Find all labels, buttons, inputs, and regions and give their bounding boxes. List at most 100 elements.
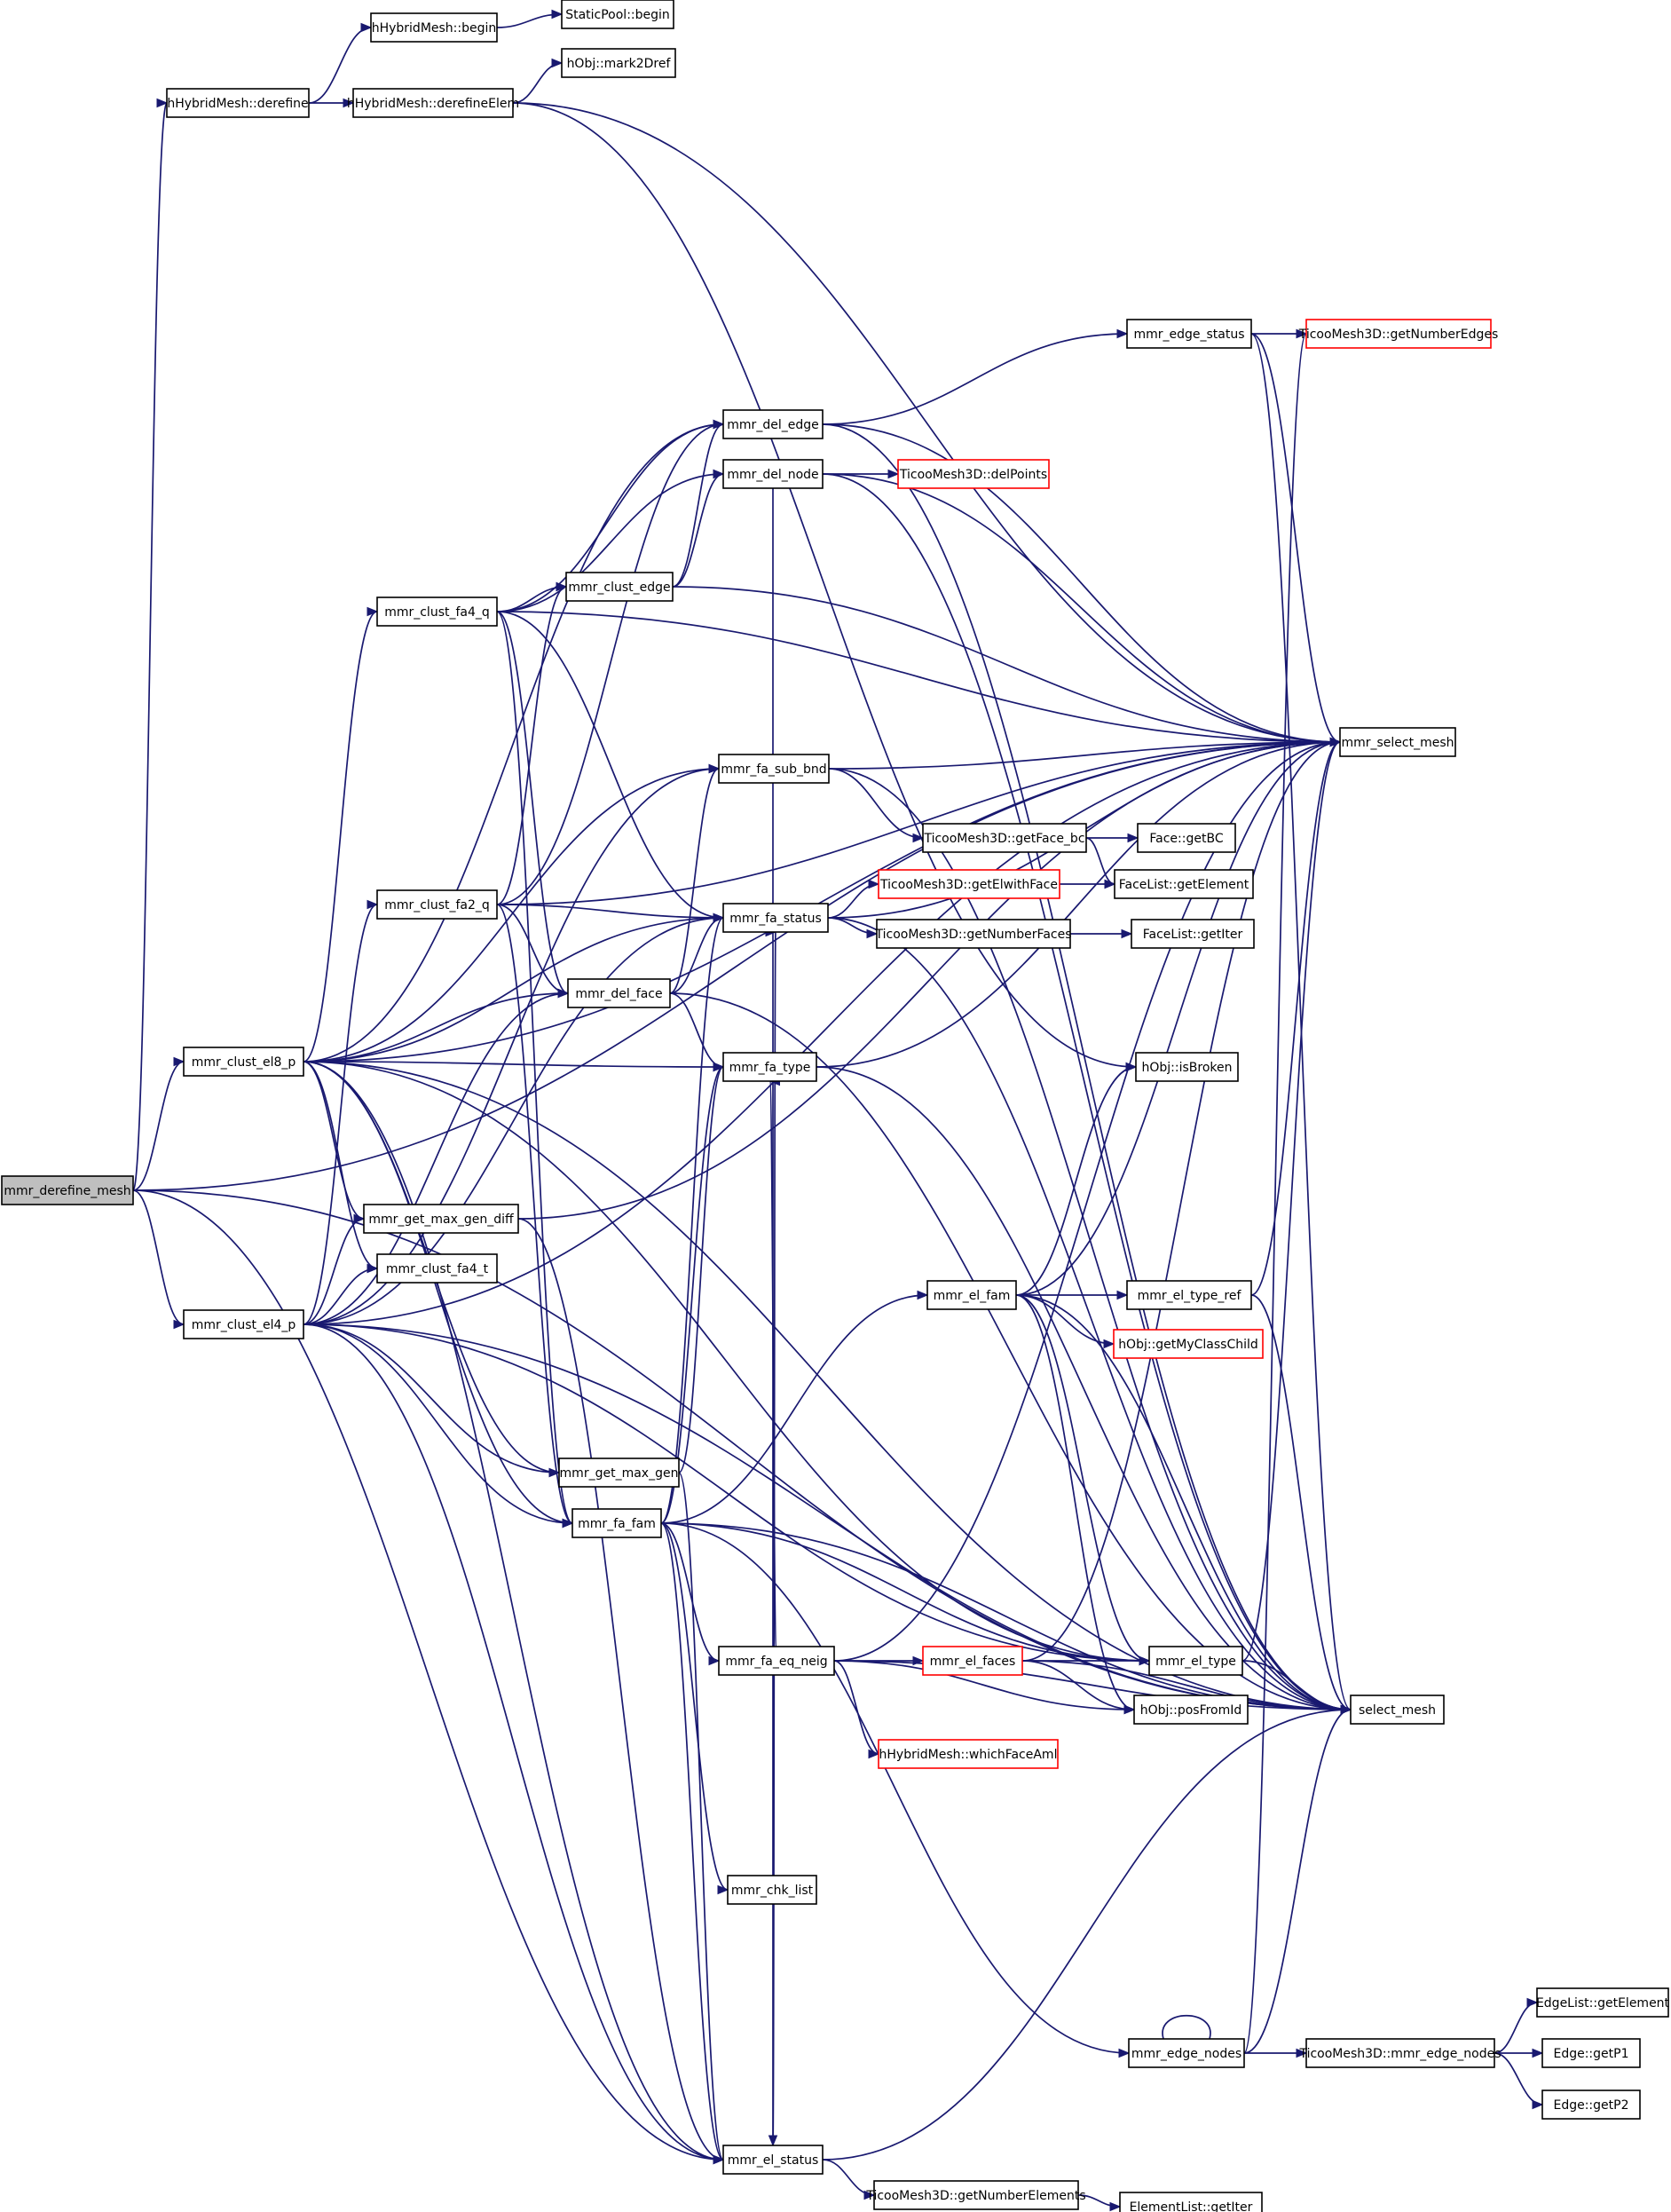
node-mmr-del-face[interactable]: mmr_del_face <box>567 978 671 1008</box>
node-box <box>1541 2038 1641 2068</box>
call-edge-mmr_clust_fa2_q-to-mmr_clust_edge <box>496 586 567 905</box>
call-edge-mmr_clust_el8_p-to-mmr_clust_fa4_q <box>303 611 378 1063</box>
node-box <box>1541 2090 1641 2120</box>
call-edge-mmr_clust_fa4_q-to-mmr_del_face <box>496 611 569 994</box>
call-edge-mmr_clust_el8_p-to-mmr_clust_fa4_t <box>303 1061 378 1269</box>
node-mmr-clust-fa2-q[interactable]: mmr_clust_fa2_q <box>376 889 498 920</box>
node-hhm-whichfaceaml[interactable]: hHybridMesh::whichFaceAml <box>878 1739 1059 1769</box>
node-mmr-el-type-ref[interactable]: mmr_el_type_ref <box>1126 1280 1252 1310</box>
node-mmr-get-max-gen-diff[interactable]: mmr_get_max_gen_diff <box>363 1204 519 1234</box>
node-mmr-el-status[interactable]: mmr_el_status <box>722 2145 824 2175</box>
node-label: hHybridMesh::derefineElem <box>347 97 519 111</box>
node-box <box>561 0 674 29</box>
call-edge-mmr_clust_fa4_q-to-mmr_fa_status <box>496 611 724 919</box>
node-select-mesh[interactable]: select_mesh <box>1350 1695 1445 1725</box>
call-edge-arrowhead <box>713 2154 725 2165</box>
node-label: hHybridMesh::whichFaceAml <box>879 1748 1058 1762</box>
call-edge-hhm_derefine_elem-to-hobj_mark2dref <box>512 62 563 104</box>
node-mmr-el-faces[interactable]: mmr_el_faces <box>922 1646 1023 1676</box>
node-box <box>922 823 1087 853</box>
node-mmr-clust-el4-p[interactable]: mmr_clust_el4_p <box>183 1309 304 1339</box>
node-sp-begin[interactable]: StaticPool::begin <box>561 0 674 29</box>
node-hhm-begin[interactable]: hHybridMesh::begin <box>370 12 498 43</box>
call-edge-mmr_el_fam-to-hobj_posfromid <box>1015 1294 1135 1710</box>
call-edge-arrowhead <box>551 58 564 68</box>
call-edge-tm_mmr_edge_nodes-to-edge_getp2 <box>1494 2052 1543 2105</box>
node-box <box>376 889 498 920</box>
node-mmr-clust-edge[interactable]: mmr_clust_edge <box>565 572 674 602</box>
node-label: ElementList::getIter <box>1130 2200 1253 2212</box>
node-tm-getnumberedges[interactable]: TicooMesh3D::getNumberEdges <box>1298 319 1499 349</box>
node-box <box>727 1875 817 1905</box>
call-edge-arrowhead <box>1104 879 1116 889</box>
call-edge-mmr_fa_eq_neig-to-select_mesh <box>833 1660 1352 1710</box>
node-box <box>718 1646 835 1676</box>
node-edge-getp2[interactable]: Edge::getP2 <box>1541 2090 1641 2120</box>
node-hobj-posfromid[interactable]: hObj::posFromId <box>1133 1695 1249 1725</box>
node-box <box>1133 1695 1249 1725</box>
call-edge-mmr_clust_fa4_q-to-mmr_select_mesh <box>496 611 1341 743</box>
node-fl-getiter[interactable]: FaceList::getIter <box>1131 919 1255 949</box>
node-mmr-select-mesh[interactable]: mmr_select_mesh <box>1339 727 1456 757</box>
node-tm-delpoints[interactable]: TicooMesh3D::delPoints <box>897 459 1050 489</box>
node-mmr-clust-el8-p[interactable]: mmr_clust_el8_p <box>183 1047 304 1077</box>
node-hhm-derefine[interactable]: hHybridMesh::derefine <box>166 88 310 118</box>
node-box <box>166 88 310 118</box>
call-edge-mmr_clust_el8_p-to-mmr_fa_status <box>303 917 724 1063</box>
node-tm-getnumberfaces[interactable]: TicooMesh3D::getNumberFaces <box>875 919 1072 949</box>
node-label: select_mesh <box>1359 1703 1436 1718</box>
node-elist-getiter[interactable]: ElementList::getIter <box>1119 2192 1263 2212</box>
node-hhm-derefine-elem[interactable]: hHybridMesh::derefineElem <box>347 88 519 118</box>
node-label: mmr_clust_edge <box>568 581 670 595</box>
node-fl-getelement[interactable]: FaceList::getElement <box>1114 869 1254 899</box>
node-edge-getp1[interactable]: Edge::getP1 <box>1541 2038 1641 2068</box>
node-box <box>1113 1329 1264 1359</box>
node-hobj-isbroken[interactable]: hObj::isBroken <box>1135 1052 1239 1082</box>
call-edge-arrowhead <box>713 419 725 430</box>
node-tm-getface-bc[interactable]: TicooMesh3D::getFace_bc <box>922 823 1087 853</box>
node-el-getelement[interactable]: EdgeList::getElement <box>1536 1987 1670 2018</box>
node-mmr-chk-list[interactable]: mmr_chk_list <box>727 1875 817 1905</box>
call-edge-mmr_clust_el8_p-to-mmr_el_type <box>303 1061 1150 1662</box>
node-mmr-edge-status[interactable]: mmr_edge_status <box>1126 319 1252 349</box>
call-edge-mmr_fa_eq_neig-to-mmr_select_mesh <box>833 741 1341 1662</box>
node-mmr-del-node[interactable]: mmr_del_node <box>722 459 824 489</box>
node-mmr-clust-fa4-q[interactable]: mmr_clust_fa4_q <box>376 596 498 627</box>
node-mmr-clust-fa4-t[interactable]: mmr_clust_fa4_t <box>376 1253 498 1284</box>
node-label: mmr_clust_fa2_q <box>384 898 490 912</box>
node-hobj-mark2dref[interactable]: hObj::mark2Dref <box>561 48 676 78</box>
call-edge-mmr_del_node-to-mmr_select_mesh <box>822 473 1341 743</box>
node-face-getbc[interactable]: Face::getBC <box>1137 823 1236 853</box>
node-mmr-fa-type[interactable]: mmr_fa_type <box>722 1052 817 1082</box>
call-edge-mmr_clust_el8_p-to-mmr_del_edge <box>303 423 724 1063</box>
edge-layer <box>132 9 1544 2212</box>
call-edge-mmr_del_node-to-select_mesh <box>822 473 1352 1710</box>
node-label: FaceList::getIter <box>1143 928 1243 942</box>
node-mmr-fa-sub-bnd[interactable]: mmr_fa_sub_bnd <box>718 754 830 784</box>
call-edge-mmr_clust_fa2_q-to-mmr_select_mesh <box>496 741 1341 905</box>
call-edge-mmr_fa_sub_bnd-to-mmr_select_mesh <box>828 741 1341 770</box>
call-edge-mmr_clust_el8_p-to-select_mesh <box>303 1061 1352 1710</box>
call-edge-mmr_fa_fam-to-mmr_fa_status <box>660 917 724 1524</box>
node-hobj-getmyclasschild[interactable]: hObj::getMyClassChild <box>1113 1329 1264 1359</box>
node-mmr-el-fam[interactable]: mmr_el_fam <box>926 1280 1017 1310</box>
node-mmr-get-max-gen[interactable]: mmr_get_max_gen <box>558 1458 680 1488</box>
node-box <box>878 869 1060 899</box>
node-mmr-el-type[interactable]: mmr_el_type <box>1148 1646 1243 1676</box>
node-mmr-fa-eq-neig[interactable]: mmr_fa_eq_neig <box>718 1646 835 1676</box>
call-edge-root-to-mmr_clust_el8_p <box>132 1061 185 1191</box>
node-mmr-fa-status[interactable]: mmr_fa_status <box>722 903 829 933</box>
node-mmr-fa-fam[interactable]: mmr_fa_fam <box>571 1508 662 1538</box>
call-edge-hhm_derefine_elem-to-mmr_select_mesh <box>512 102 1341 743</box>
node-mmr-del-edge[interactable]: mmr_del_edge <box>722 409 824 439</box>
node-box <box>873 2180 1079 2210</box>
node-tm-mmr-edge-nodes[interactable]: TicooMesh3D::mmr_edge_nodes <box>1298 2038 1502 2068</box>
node-box <box>722 409 824 439</box>
call-edge-arrowhead <box>353 1213 366 1224</box>
node-tm-getelwithface[interactable]: TicooMesh3D::getElwithFace <box>878 869 1060 899</box>
node-tm-getnumberelements[interactable]: TicooMesh3D::getNumberElements <box>865 2180 1086 2210</box>
call-edge-mmr_el_status-to-select_mesh <box>822 1709 1352 2161</box>
node-mmr-edge-nodes[interactable]: mmr_edge_nodes <box>1128 2038 1245 2068</box>
node-box <box>878 1739 1059 1769</box>
node-root[interactable]: mmr_derefine_mesh <box>1 1175 134 1205</box>
